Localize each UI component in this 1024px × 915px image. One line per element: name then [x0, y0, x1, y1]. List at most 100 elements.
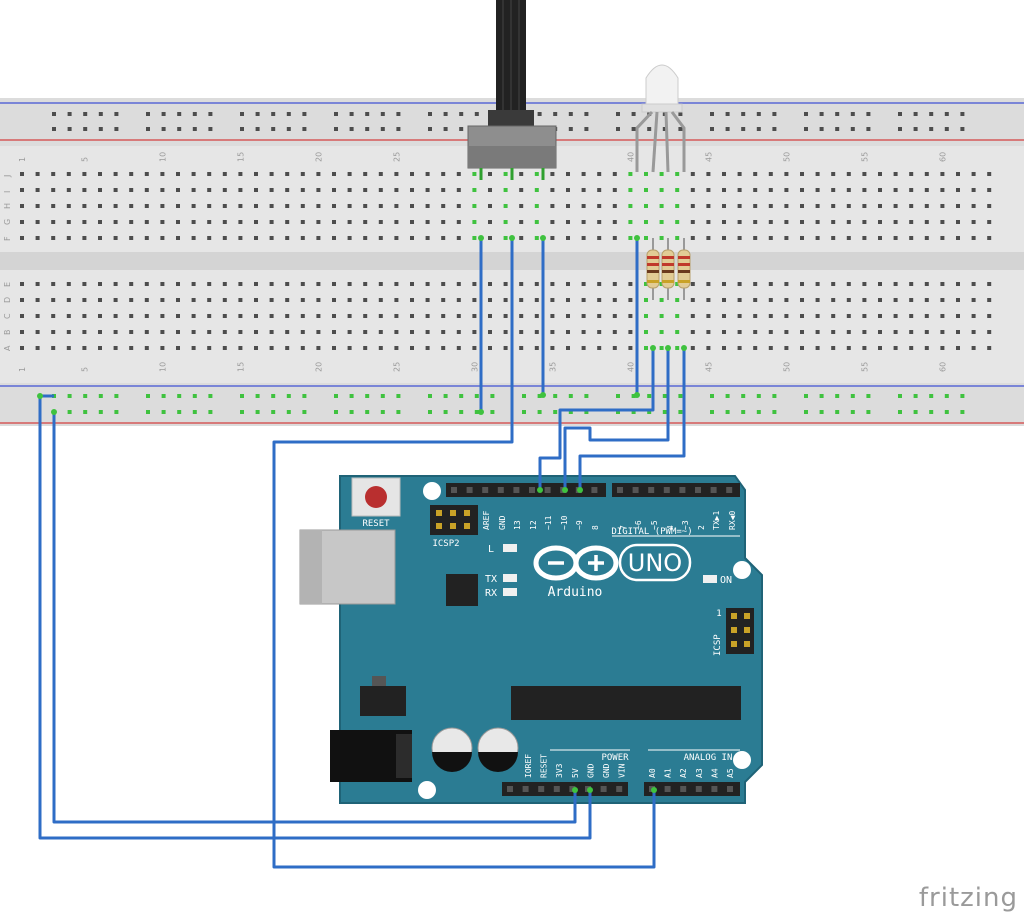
rail-hole [192, 410, 197, 414]
breadboard-hole [878, 236, 882, 240]
breadboard-hole [503, 330, 508, 334]
breadboard-hole [722, 204, 726, 208]
breadboard-hole [378, 236, 383, 240]
breadboard-hole [534, 188, 539, 192]
breadboard-hole [176, 220, 180, 224]
rail-hole [67, 112, 72, 116]
breadboard-hole [332, 204, 336, 208]
rail-hole [114, 112, 119, 116]
breadboard-hole [815, 204, 820, 208]
breadboard-hole [768, 188, 773, 192]
wire-end [509, 235, 515, 241]
breadboard-hole [269, 282, 274, 286]
resistor-band [678, 270, 690, 273]
breadboard-hole [238, 188, 243, 192]
breadboard-hole [550, 282, 555, 286]
rail-hole [944, 127, 949, 131]
breadboard-hole [690, 314, 695, 318]
led-on [703, 575, 717, 583]
rail-hole [396, 112, 401, 116]
breadboard-hole [129, 204, 134, 208]
breadboard-hole [425, 220, 430, 224]
breadboard-hole [628, 346, 633, 350]
breadboard-hole [893, 282, 898, 286]
breadboard-hole [378, 314, 383, 318]
breadboard-hole [659, 236, 664, 240]
power-pin-label: 3V3 [555, 763, 564, 778]
wire-led-green [563, 348, 670, 490]
breadboard-hole [410, 188, 414, 192]
led-label-on: ON [720, 575, 732, 586]
breadboard-hole [207, 314, 212, 318]
breadboard-hole [831, 236, 836, 240]
breadboard-hole [82, 172, 87, 176]
column-number-bottom: 5 [80, 367, 89, 372]
breadboard-hole [987, 236, 992, 240]
breadboard-hole [706, 282, 711, 286]
header-socket [522, 786, 529, 792]
breadboard-hole [550, 204, 555, 208]
rail-hole [866, 112, 871, 116]
led-rx [503, 588, 517, 596]
breadboard-hole [394, 220, 399, 224]
breadboard-hole [597, 330, 602, 334]
breadboard-hole [706, 314, 711, 318]
breadboard-hole [472, 330, 477, 334]
breadboard-hole [300, 314, 305, 318]
breadboard-hole [862, 172, 867, 176]
arduino-logo [533, 545, 619, 581]
breadboard-hole [612, 314, 617, 318]
analog-pin-label: A1 [664, 768, 673, 778]
breadboard-hole [737, 220, 742, 224]
breadboard-hole [316, 314, 321, 318]
rail-hole [741, 127, 746, 131]
breadboard-hole [332, 298, 336, 302]
breadboard-hole [987, 172, 992, 176]
breadboard-hole [924, 236, 929, 240]
breadboard-holes [20, 112, 992, 414]
breadboard-hole [51, 236, 56, 240]
breadboard-hole [144, 330, 149, 334]
breadboard-hole [831, 346, 836, 350]
column-number-top: 40 [626, 152, 635, 162]
breadboard-hole [222, 298, 227, 302]
breadboard-hole [659, 204, 664, 208]
breadboard-hole [222, 172, 227, 176]
breadboard-hole [971, 188, 976, 192]
voltage-regulator [360, 686, 406, 716]
breadboard-hole [768, 172, 773, 176]
breadboard-hole [612, 172, 617, 176]
breadboard-hole [784, 188, 789, 192]
breadboard-hole [534, 330, 539, 334]
row-letter: C [3, 313, 12, 319]
breadboard-hole [815, 220, 820, 224]
rail-hole [568, 112, 573, 116]
breadboard-hole [425, 282, 430, 286]
breadboard-hole [144, 314, 149, 318]
breadboard-hole [753, 346, 758, 350]
breadboard-hole [706, 330, 711, 334]
rail-hole [459, 394, 464, 398]
breadboard-hole [675, 346, 680, 350]
breadboard-hole [66, 220, 71, 224]
breadboard-hole [924, 314, 929, 318]
rail-hole [913, 410, 918, 414]
breadboard-hole [878, 346, 882, 350]
breadboard-hole [566, 220, 570, 224]
column-number-top: 20 [314, 152, 323, 162]
breadboard-hole [612, 346, 617, 350]
column-number-bottom: 15 [236, 362, 245, 372]
rail-hole [443, 410, 448, 414]
breadboard-hole [737, 298, 742, 302]
header-socket [664, 786, 671, 792]
breadboard-hole [534, 204, 539, 208]
breadboard-hole [98, 204, 102, 208]
breadboard-hole [956, 298, 960, 302]
rail-hole [710, 410, 714, 414]
resistor-band [662, 270, 674, 273]
rail-hole [98, 410, 103, 414]
breadboard-hole [316, 330, 321, 334]
rail-hole [662, 127, 667, 131]
breadboard-hole [784, 346, 789, 350]
breadboard-hole [831, 330, 836, 334]
